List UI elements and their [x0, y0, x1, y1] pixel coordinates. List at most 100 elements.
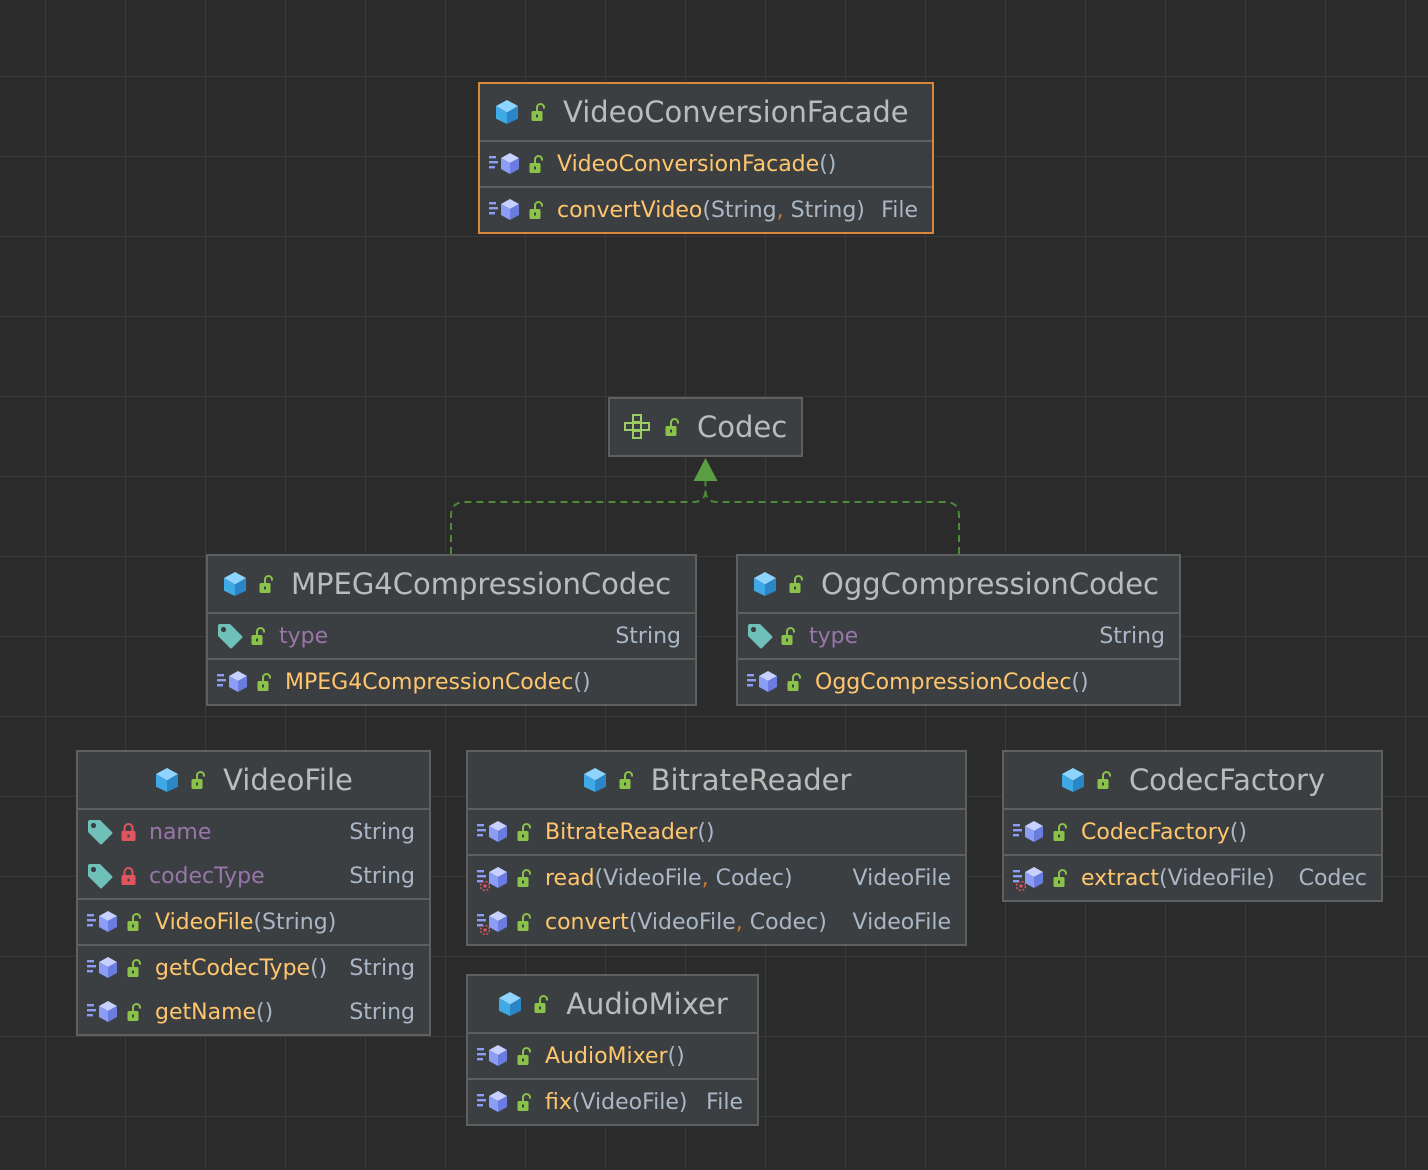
param-separator: ,: [776, 197, 791, 223]
member-icons: [476, 865, 533, 891]
method-row[interactable]: getCodecType() String: [78, 946, 429, 990]
member-section: OggCompressionCodec(): [738, 658, 1179, 704]
method-row[interactable]: fix(VideoFile)File: [468, 1080, 757, 1124]
field-tag-icon: [88, 864, 113, 889]
member-type: String: [615, 623, 681, 649]
method-icon: [477, 867, 507, 891]
unlocked-padlock-icon: [1097, 771, 1111, 789]
class-box-audio-mixer[interactable]: AudioMixer AudioMixer() fix(VideoFile)Fi…: [466, 974, 759, 1126]
member-type: String: [349, 955, 415, 981]
paren: (: [594, 865, 604, 891]
class-header[interactable]: VideoFile: [78, 752, 429, 808]
class-header[interactable]: Codec: [610, 399, 801, 455]
constructor-row[interactable]: VideoConversionFacade(): [480, 142, 932, 186]
class-header[interactable]: VideoConversionFacade: [480, 84, 932, 140]
member-icons: [1012, 819, 1069, 845]
member-type: String: [1099, 623, 1165, 649]
unlocked-padlock-icon: [127, 1003, 141, 1021]
member-signature: convert(VideoFile, Codec): [545, 910, 839, 935]
member-name: BitrateReader: [545, 819, 698, 845]
class-box-codec-factory[interactable]: CodecFactory CodecFactory() extract(Vide…: [1002, 750, 1383, 902]
method-icon: [477, 911, 507, 935]
unlocked-padlock-icon: [517, 1093, 531, 1111]
unlocked-padlock-icon: [251, 627, 265, 645]
header-icons: [497, 991, 550, 1017]
member-type: String: [349, 819, 415, 845]
member-section: convertVideo(String, String) File: [480, 186, 932, 232]
member-section: fix(VideoFile)File: [468, 1078, 757, 1124]
method-icon: [87, 1001, 117, 1022]
constructor-row[interactable]: MPEG4CompressionCodec(): [208, 660, 695, 704]
member-name: VideoFile: [155, 909, 254, 935]
unlocked-padlock-icon: [191, 771, 206, 789]
class-name: VideoConversionFacade: [563, 95, 909, 129]
class-header[interactable]: AudioMixer: [468, 976, 757, 1032]
member-name: getName: [155, 999, 257, 1025]
method-row[interactable]: convert(VideoFile, Codec) VideoFile: [468, 900, 965, 944]
member-type: File: [881, 197, 918, 223]
method-icon: [477, 821, 507, 842]
member-signature: name: [149, 820, 335, 845]
method-row[interactable]: read(VideoFile, Codec)VideoFile: [468, 856, 965, 900]
member-icons: [216, 623, 267, 649]
unlocked-padlock-icon: [529, 155, 543, 173]
param-type: String: [710, 197, 777, 223]
field-row[interactable]: name String: [78, 810, 429, 854]
class-box-bitrate-reader[interactable]: BitrateReader BitrateReader() read(Video…: [466, 750, 967, 946]
member-section: VideoConversionFacade(): [480, 140, 932, 186]
method-row[interactable]: getName()String: [78, 990, 429, 1034]
unlocked-padlock-icon: [1053, 869, 1067, 887]
method-row[interactable]: extract(VideoFile)Codec: [1004, 856, 1381, 900]
member-type: VideoFile: [852, 909, 951, 935]
class-box-video-conversion-facade[interactable]: VideoConversionFacade VideoConversionFac…: [478, 82, 934, 234]
unlocked-padlock-icon: [127, 913, 141, 931]
class-box-codec[interactable]: Codec: [608, 397, 803, 457]
unlocked-padlock-icon: [529, 201, 543, 219]
field-tag-icon: [218, 624, 243, 649]
constructor-row[interactable]: BitrateReader(): [468, 810, 965, 854]
member-params: (): [819, 151, 837, 177]
member-params: (): [667, 1043, 685, 1069]
member-signature: getCodecType(): [155, 956, 335, 981]
member-section: BitrateReader(): [468, 808, 965, 854]
header-icons: [154, 767, 207, 793]
member-signature: read(VideoFile, Codec): [545, 866, 839, 891]
member-icons: [476, 819, 533, 845]
class-header[interactable]: CodecFactory: [1004, 752, 1381, 808]
member-icons: [488, 197, 545, 223]
constructor-row[interactable]: CodecFactory(): [1004, 810, 1381, 854]
unlocked-padlock-icon: [665, 418, 679, 436]
constructor-row[interactable]: VideoFile(String): [78, 900, 429, 944]
member-name: VideoConversionFacade: [557, 151, 820, 177]
constructor-row[interactable]: AudioMixer(): [468, 1034, 757, 1078]
class-header[interactable]: OggCompressionCodec: [738, 556, 1179, 612]
member-signature: convertVideo(String, String): [557, 198, 867, 223]
member-section: VideoFile(String): [78, 898, 429, 944]
member-section: read(VideoFile, Codec)VideoFile convert(…: [468, 854, 965, 944]
member-params: (): [310, 955, 328, 981]
param-type: Codec: [749, 909, 819, 935]
paren: (: [628, 909, 638, 935]
constructor-row[interactable]: OggCompressionCodec(): [738, 660, 1179, 704]
member-section: CodecFactory(): [1004, 808, 1381, 854]
class-header[interactable]: MPEG4CompressionCodec: [208, 556, 695, 612]
member-signature: OggCompressionCodec(): [815, 670, 1151, 695]
class-cube-icon: [496, 100, 518, 124]
method-icon: [477, 1045, 507, 1066]
member-params: (String): [253, 909, 337, 935]
member-params: (): [1071, 669, 1089, 695]
member-signature: getName(): [155, 1000, 335, 1025]
paren: ): [818, 909, 827, 935]
method-row[interactable]: convertVideo(String, String) File: [480, 188, 932, 232]
unlocked-padlock-icon: [517, 823, 531, 841]
member-section: MPEG4CompressionCodec(): [208, 658, 695, 704]
class-header[interactable]: BitrateReader: [468, 752, 965, 808]
